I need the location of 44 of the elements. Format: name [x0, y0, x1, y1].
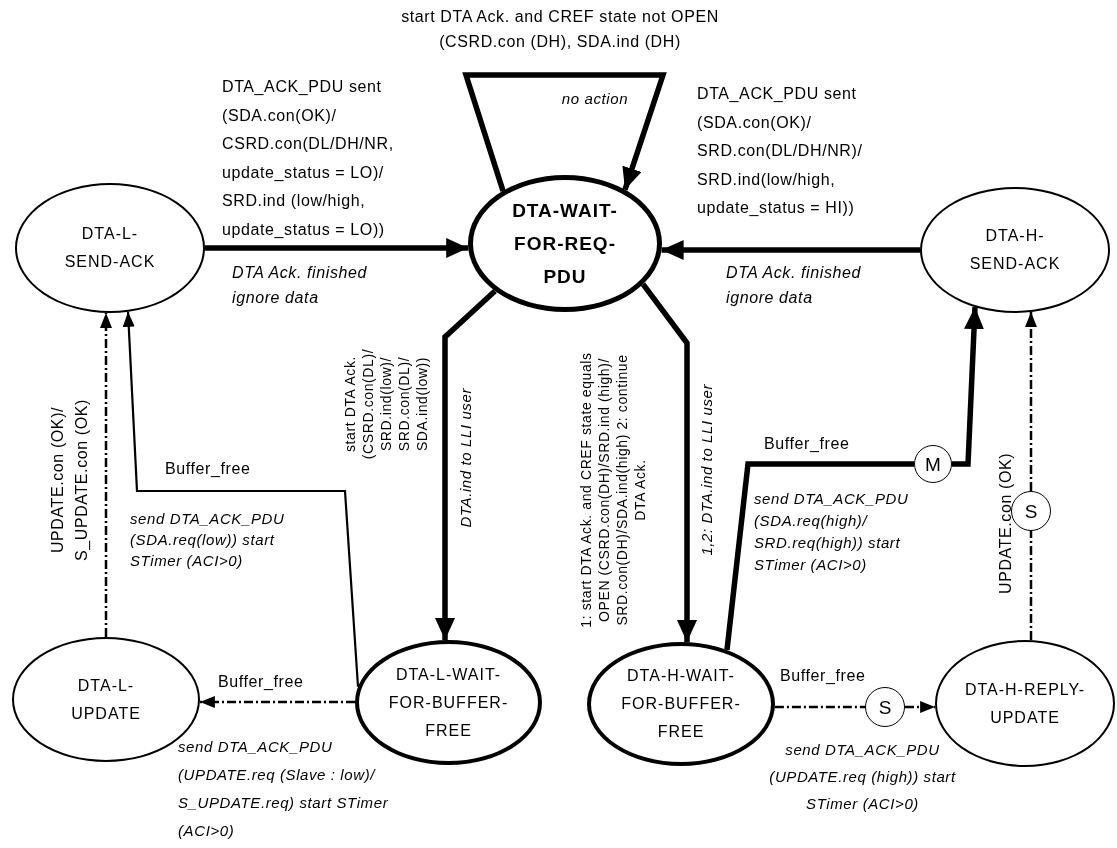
transition-arrow — [661, 240, 920, 260]
marker-circle — [865, 687, 905, 727]
transition-note: send DTA_ACK_PDU (UPDATE.req (Slave : low)/ S_UPDATE.req) start STimer (ACI>0) — [178, 737, 390, 841]
transition-note: send DTA_ACK_PDU (SDA.req(low)) start STimer (ACI>0) — [130, 509, 286, 571]
transition-line — [774, 705, 865, 709]
transition-note: DTA Ack. finished ignore data — [726, 263, 862, 308]
edge-label: DTA.ind to LLI user — [456, 387, 476, 530]
transition-arrow — [199, 696, 355, 708]
transition-note: 1: start DTA Ack. and CREF state equals OPEN (CSRD.con(DH)/SRD.ind (high)/ SRD.con(DH)/SDA.ind(high) 2: continue DTA Ack. — [576, 351, 648, 630]
edge-label: 1,2: DTA.ind to LLI user — [697, 382, 717, 558]
state-name: DTA-L-UPDATE — [70, 675, 142, 724]
transition-arrow — [905, 701, 936, 713]
transition-line — [724, 461, 914, 651]
transition-note: start DTA Ack. and CREF state not OPEN (CSRD.con (DH), SDA.ind (DH) — [400, 7, 720, 52]
marker-letter: S — [1024, 501, 1038, 521]
transition-note: DTA Ack. finished ignore data — [232, 263, 368, 308]
edge-label: Buffer_free — [218, 672, 304, 693]
transition-line — [1029, 531, 1033, 641]
transition-note: send DTA_ACK_PDU (SDA.req(high)/ SRD.req(high)) start STimer (ACI>0) — [754, 489, 910, 575]
transition-arrow — [122, 311, 360, 687]
transition-arrow — [205, 238, 469, 258]
state-name: DTA-WAIT-FOR-REQ-PDU — [511, 198, 619, 290]
edge-label: UPDATE.con (OK) — [995, 451, 1015, 596]
state-name: DTA-H-WAIT-FOR-BUFFER-FREE — [620, 666, 742, 742]
transition-arrow — [1025, 312, 1037, 491]
marker-letter: M — [925, 454, 941, 474]
edge-label: Buffer_free — [764, 434, 850, 455]
edge-label: DTA_ACK_PDU sent (SDA.con(OK)/ SRD.con(DL/DH/NR)/ SRD.ind(low/high, update_status = HI)) — [697, 84, 864, 218]
state-name: DTA-H-REPLY-UPDATE — [963, 679, 1087, 728]
edge-label: no action — [560, 89, 630, 109]
marker-letter: S — [878, 697, 892, 717]
transition-arrow — [100, 312, 112, 637]
edge-label: Buffer_free — [165, 459, 251, 480]
state-name: DTA-H-SEND-ACK — [968, 226, 1062, 274]
state-name: DTA-L-SEND-ACK — [63, 224, 157, 272]
edge-label: UPDATE.con (OK)/ S_UPDATE.con (OK) — [48, 398, 91, 563]
transition-note: send DTA_ACK_PDU (UPDATE.req (high)) start STimer (ACI>0) — [768, 740, 957, 814]
transition-arrow — [952, 307, 984, 467]
edge-label: Buffer_free — [780, 666, 866, 687]
edge-label: DTA_ACK_PDU sent (SDA.con(OK)/ CSRD.con(DL/DH/NR, update_status = LO)/ SRD.ind (low/high, update_status = LO)) — [222, 77, 395, 240]
transition-note: start DTA Ack. (CSRD.con(DL)/ SRD.ind(low)/ SRD.con(DL)/ SDA.ind(low)) — [341, 347, 431, 462]
marker-circle — [1011, 491, 1051, 531]
state-name: DTA-L-WAIT-FOR-BUFFER-FREE — [387, 664, 510, 741]
marker-circle — [914, 445, 952, 483]
